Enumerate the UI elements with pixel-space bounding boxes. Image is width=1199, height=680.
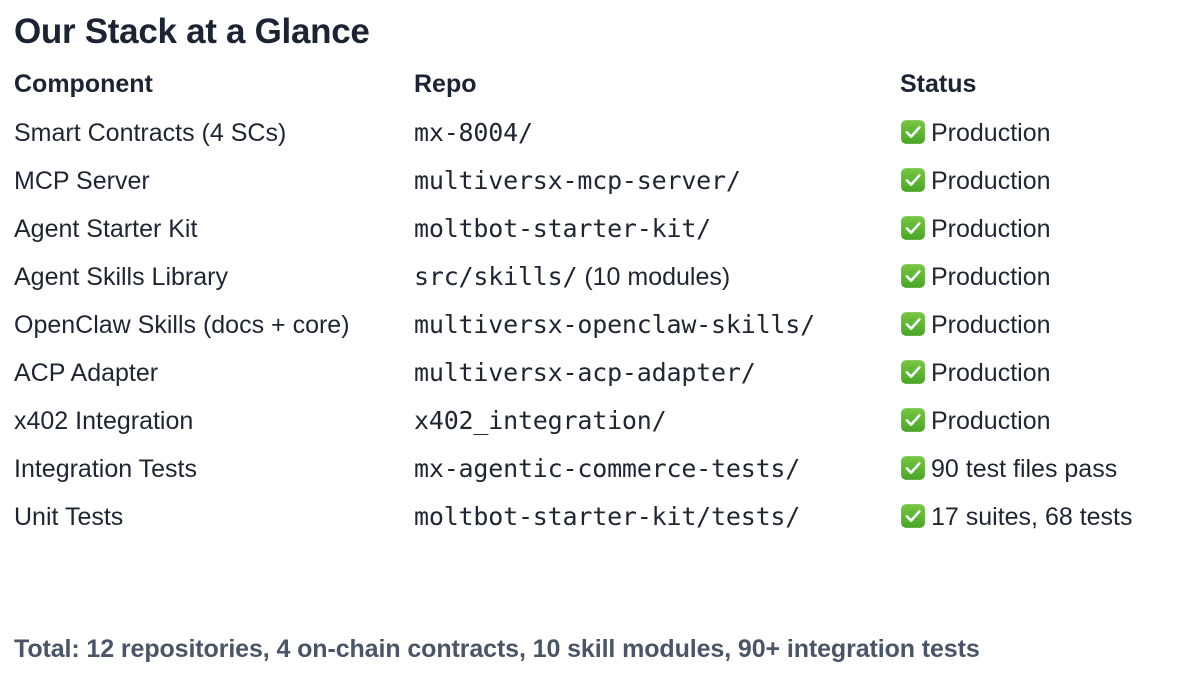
green-check-icon xyxy=(900,353,926,384)
table-row: OpenClaw Skills (docs + core) multiversx-… xyxy=(14,301,1199,349)
cell-component: Integration Tests xyxy=(14,455,197,483)
cell-status: 17 suites, 68 tests xyxy=(900,493,1199,541)
cell-repo: multiversx-acp-adapter/ xyxy=(414,349,900,397)
repo-note: (10 modules) xyxy=(577,263,731,291)
table-row: Unit Tests moltbot-starter-kit/tests/17 s… xyxy=(14,493,1199,541)
repo-path: multiversx-acp-adapter/ xyxy=(414,358,756,387)
cell-repo: x402_integration/ xyxy=(414,397,900,445)
cell-status: Production xyxy=(900,205,1199,253)
cell-repo: moltbot-starter-kit/ xyxy=(414,205,900,253)
status-label: 17 suites, 68 tests xyxy=(931,503,1133,531)
cell-component: Agent Starter Kit xyxy=(14,215,198,243)
table-row: ACP Adapter multiversx-acp-adapter/Produc… xyxy=(14,349,1199,397)
cell-status: 90 test files pass xyxy=(900,445,1199,493)
repo-path: multiversx-mcp-server/ xyxy=(414,166,741,195)
cell-component: MCP Server xyxy=(14,167,150,195)
table-row: x402 Integration x402_integration/Product… xyxy=(14,397,1199,445)
cell-status: Production xyxy=(900,109,1199,157)
status-badge: Production xyxy=(900,349,1199,397)
status-badge: Production xyxy=(900,397,1199,445)
table-row: MCP Server multiversx-mcp-server/Producti… xyxy=(14,157,1199,205)
cell-repo: src/skills/ (10 modules) xyxy=(414,253,900,301)
status-badge: Production xyxy=(900,301,1199,349)
green-check-icon xyxy=(900,113,926,144)
status-label: Production xyxy=(931,263,1051,291)
cell-component: Smart Contracts (4 SCs) xyxy=(14,119,287,147)
green-check-icon xyxy=(900,209,926,240)
cell-repo: mx-8004/ xyxy=(414,109,900,157)
cell-component: x402 Integration xyxy=(14,407,194,435)
status-label: 90 test files pass xyxy=(931,455,1118,483)
repo-path: mx-8004/ xyxy=(414,118,533,147)
column-header-component: Component xyxy=(14,70,153,99)
status-label: Production xyxy=(931,359,1051,387)
cell-repo: moltbot-starter-kit/tests/ xyxy=(414,493,900,541)
table-header-row: Component Repo Status xyxy=(14,68,1199,109)
cell-status: Production xyxy=(900,253,1199,301)
green-check-icon xyxy=(900,305,926,336)
cell-component: OpenClaw Skills (docs + core) xyxy=(14,311,350,339)
column-header-repo: Repo xyxy=(414,70,477,99)
page-title: Our Stack at a Glance xyxy=(14,12,370,51)
repo-path: x402_integration/ xyxy=(414,406,667,435)
status-badge: Production xyxy=(900,253,1199,301)
cell-status: Production xyxy=(900,301,1199,349)
status-label: Production xyxy=(931,167,1051,195)
green-check-icon xyxy=(900,257,926,288)
column-header-status: Status xyxy=(900,70,977,99)
cell-repo: multiversx-openclaw-skills/ xyxy=(414,301,900,349)
green-check-icon xyxy=(900,161,926,192)
status-label: Production xyxy=(931,119,1051,147)
status-badge: Production xyxy=(900,205,1199,253)
cell-status: Production xyxy=(900,157,1199,205)
cell-repo: mx-agentic-commerce-tests/ xyxy=(414,445,900,493)
cell-component: Unit Tests xyxy=(14,503,124,531)
cell-repo: multiversx-mcp-server/ xyxy=(414,157,900,205)
status-badge: Production xyxy=(900,109,1199,157)
repo-path: moltbot-starter-kit/tests/ xyxy=(414,502,801,531)
table-row: Agent Skills Library src/skills/ (10 modu… xyxy=(14,253,1199,301)
status-label: Production xyxy=(931,311,1051,339)
table-header: Component Repo Status xyxy=(14,68,1199,109)
table-row: Smart Contracts (4 SCs) mx-8004/Productio… xyxy=(14,109,1199,157)
repo-path: moltbot-starter-kit/ xyxy=(414,214,712,243)
cell-status: Production xyxy=(900,397,1199,445)
cell-component: ACP Adapter xyxy=(14,359,159,387)
table-row: Agent Starter Kit moltbot-starter-kit/Pro… xyxy=(14,205,1199,253)
cell-component: Agent Skills Library xyxy=(14,263,228,291)
status-label: Production xyxy=(931,215,1051,243)
green-check-icon xyxy=(900,401,926,432)
status-label: Production xyxy=(931,407,1051,435)
status-badge: 90 test files pass xyxy=(900,445,1199,493)
green-check-icon xyxy=(900,449,926,480)
repo-path: src/skills/ xyxy=(414,262,578,291)
repo-path: multiversx-openclaw-skills/ xyxy=(414,310,815,339)
stack-table: Component Repo Status Smart Contracts (4… xyxy=(14,68,1199,541)
cell-status: Production xyxy=(900,349,1199,397)
total-summary: Total: 12 repositories, 4 on-chain contr… xyxy=(14,635,980,663)
table-body: Smart Contracts (4 SCs) mx-8004/Productio… xyxy=(14,109,1199,541)
repo-path: mx-agentic-commerce-tests/ xyxy=(414,454,801,483)
green-check-icon xyxy=(900,497,926,528)
status-badge: Production xyxy=(900,157,1199,205)
status-badge: 17 suites, 68 tests xyxy=(900,493,1199,541)
table-row: Integration Tests mx-agentic-commerce-tes… xyxy=(14,445,1199,493)
